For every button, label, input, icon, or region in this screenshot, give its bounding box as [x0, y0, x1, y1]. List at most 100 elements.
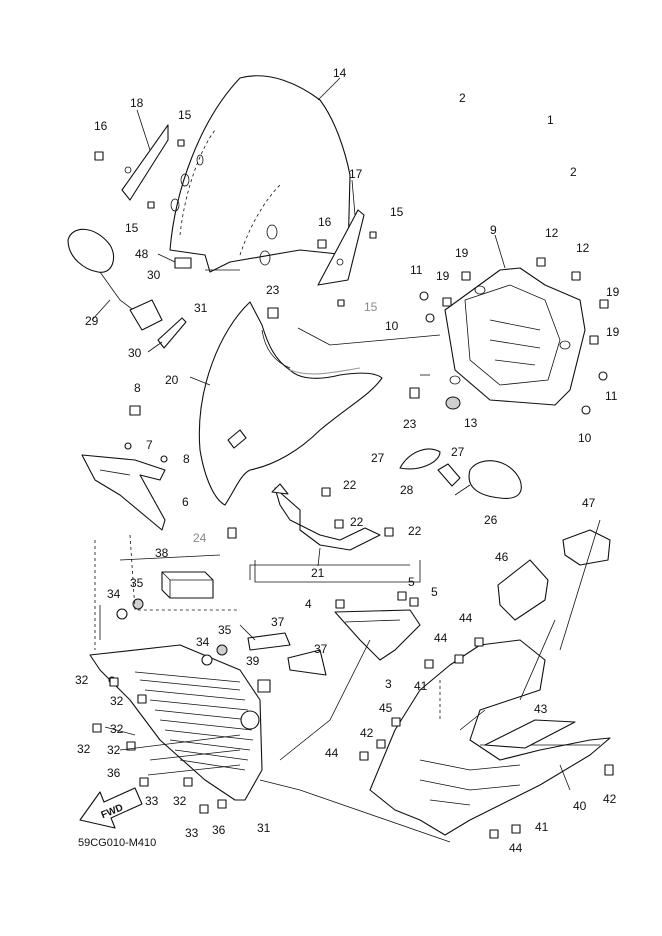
- callout-19-d: 19: [606, 325, 620, 339]
- callout-39: 38: [155, 546, 169, 560]
- leader-lines: [94, 269, 601, 843]
- callout-27-b: 28: [400, 483, 414, 497]
- callout-41-a: 41: [414, 679, 428, 693]
- callout-1: 1: [547, 113, 554, 127]
- foam-strips: [247, 632, 327, 693]
- pad-47: [562, 529, 611, 566]
- diagram-code: 59CG010-M410: [78, 837, 156, 849]
- callout-12-a: 12: [545, 226, 559, 240]
- callout-22-c: 22: [408, 524, 422, 538]
- callout-33-b: 33: [185, 826, 199, 840]
- callout-36-a: 36: [107, 766, 121, 780]
- callout-32-b: 32: [110, 694, 124, 708]
- side-cover-upper-left: [81, 405, 168, 531]
- callout-14: 14: [333, 66, 347, 80]
- callout-45: 43: [534, 702, 548, 716]
- mirror-left: [67, 228, 163, 331]
- callout-40: 40: [573, 799, 587, 813]
- callout-19-c: 19: [606, 285, 620, 299]
- callout-30-b: 31: [194, 301, 208, 315]
- callout-26: 27: [371, 451, 385, 465]
- callout-2-right: 2: [570, 165, 577, 179]
- callout-43-b: 44: [434, 631, 448, 645]
- callout-42: 42: [603, 792, 617, 806]
- callout-19-a: 19: [455, 246, 469, 260]
- mirror-mount-plate: [147, 317, 187, 353]
- callout-2-top: 2: [459, 91, 466, 105]
- inner-panel-fasteners: [267, 257, 609, 415]
- callout-32-a: 32: [75, 673, 89, 687]
- callout-8-a: 7: [146, 438, 153, 452]
- callout-47: 47: [582, 496, 596, 510]
- callout-5-b: 5: [431, 585, 438, 599]
- callout-15-c: 15: [390, 205, 404, 219]
- callout-10-left: 10: [385, 319, 399, 333]
- callout-27-a: 27: [451, 445, 465, 459]
- rubber-pad: [161, 571, 214, 599]
- front-cowling: [189, 301, 383, 506]
- callout-21: 21: [311, 566, 325, 580]
- callout-28: 29: [85, 314, 99, 328]
- windscreen-bracket-left: [121, 109, 169, 201]
- windscreen-screws: [94, 139, 377, 307]
- callout-3: 3: [385, 677, 392, 691]
- callout-5-a: 5: [408, 575, 415, 589]
- inner-panel: [444, 234, 586, 406]
- callout-44-b: 44: [509, 841, 523, 855]
- callout-6: 6: [182, 495, 189, 509]
- under-cowling-right: [369, 639, 611, 836]
- callout-16-left: 16: [94, 119, 108, 133]
- callout-37-b: 37: [314, 642, 328, 656]
- callout-23-mid: 23: [403, 417, 417, 431]
- callout-10-right: 10: [578, 431, 592, 445]
- callout-44-a: 44: [325, 746, 339, 760]
- callout-32-f: 32: [173, 794, 187, 808]
- callout-36-b: 36: [212, 823, 226, 837]
- callout-20: 20: [165, 373, 179, 387]
- windscreen-bracket-right: [317, 179, 365, 286]
- rubber-block: [157, 253, 192, 269]
- callout-41-b: 42: [360, 726, 374, 740]
- callout-38: 39: [246, 654, 260, 668]
- callout-31: 31: [257, 821, 271, 835]
- pad-45: [484, 719, 576, 749]
- callout-24: 24: [193, 531, 207, 545]
- callout-15-d: 15: [364, 300, 378, 314]
- callout-12-b: 12: [576, 241, 590, 255]
- callout-48: 48: [135, 247, 149, 261]
- callout-15-a: 15: [178, 108, 192, 122]
- pad-46: [497, 559, 549, 621]
- air-duct: [271, 483, 381, 567]
- callout-33-a: 33: [145, 794, 159, 808]
- callout-22-b: 22: [350, 515, 364, 529]
- callout-11-top: 11: [410, 263, 423, 277]
- side-cover-3: [334, 609, 421, 661]
- callout-25: 26: [484, 513, 498, 527]
- callout-34-b: 34: [196, 635, 210, 649]
- callout-35-b: 35: [218, 623, 232, 637]
- callout-9: 9: [490, 223, 497, 237]
- forward-direction-arrow: FWD: [79, 787, 143, 829]
- callout-32-e: 32: [107, 743, 121, 757]
- callout-43-c: 45: [379, 701, 393, 715]
- callout-23-top: 23: [266, 283, 280, 297]
- callout-19-b: 19: [436, 269, 450, 283]
- callout-22-a: 22: [343, 478, 357, 492]
- callout-7: 8: [134, 381, 141, 395]
- callout-30-a: 30: [147, 268, 161, 282]
- callout-11-right: 11: [605, 389, 618, 403]
- callout-8-b: 8: [183, 452, 190, 466]
- callout-4: 4: [305, 597, 312, 611]
- callout-41-c: 41: [535, 820, 549, 834]
- callout-34-a: 34: [107, 587, 121, 601]
- callout-32-c: 32: [110, 722, 124, 736]
- callout-17: 17: [349, 167, 363, 181]
- callout-18: 18: [130, 96, 144, 110]
- callout-32-d: 32: [77, 742, 91, 756]
- callout-35-a: 35: [130, 576, 144, 590]
- callout-46: 46: [495, 550, 509, 564]
- callout-43-a: 44: [459, 611, 473, 625]
- callout-29: 30: [128, 346, 142, 360]
- callout-15-b: 15: [125, 221, 139, 235]
